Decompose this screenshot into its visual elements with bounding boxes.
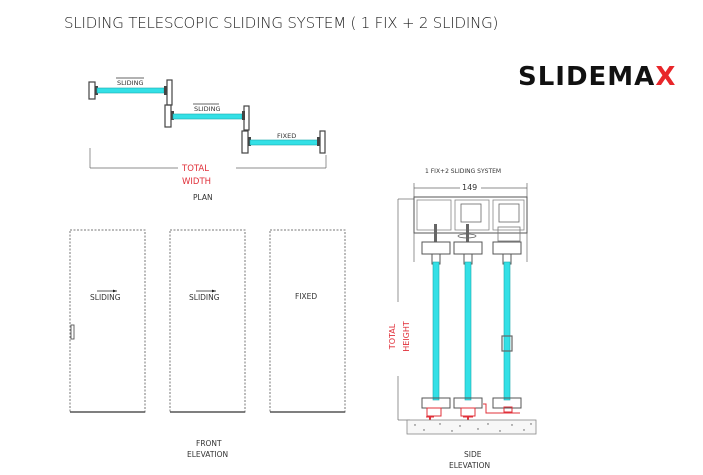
front-label-sliding-1: SLIDING xyxy=(90,293,121,302)
front-caption-2: ELEVATION xyxy=(187,450,229,459)
plan-total-width-dimension xyxy=(89,148,327,169)
plan-label-sliding-1: SLIDING xyxy=(117,79,144,87)
front-caption-1: FRONT xyxy=(196,439,222,448)
front-panel-1 xyxy=(69,229,146,413)
side-width-dimension xyxy=(413,183,528,197)
plan-label-sliding-2: SLIDING xyxy=(194,105,221,113)
front-panel-3 xyxy=(269,229,346,413)
side-panel-fixed xyxy=(421,224,451,409)
total-width-label-2: WIDTH xyxy=(182,177,212,187)
side-height-dimension xyxy=(397,198,414,421)
door-handle-icon xyxy=(70,324,75,340)
width-dimension-149: 149 xyxy=(462,183,478,192)
logo-text: SLIDEMA xyxy=(518,62,656,92)
logo-accent-x: X xyxy=(655,62,677,92)
front-panel-2 xyxy=(169,229,246,413)
side-caption-2: ELEVATION xyxy=(449,461,491,470)
plan-caption: PLAN xyxy=(193,193,213,202)
concrete-floor xyxy=(406,419,537,435)
system-label: 1 FIX+2 SLIDING SYSTEM xyxy=(425,168,502,175)
side-panel-sliding-2 xyxy=(492,226,522,409)
total-height-label-1: TOTAL xyxy=(388,323,398,350)
front-label-fixed: FIXED xyxy=(295,292,318,301)
total-width-label-1: TOTAL xyxy=(182,164,209,174)
brand-logo: SLIDEMAX xyxy=(518,62,676,92)
side-caption-1: SIDE xyxy=(464,450,482,459)
plan-panel-3 xyxy=(241,130,326,154)
plan-label-fixed: FIXED xyxy=(277,132,297,140)
total-height-label-2: HEIGHT xyxy=(401,321,411,352)
plan-panel-2 xyxy=(164,103,250,131)
interlock-icon xyxy=(501,335,513,352)
top-track-profile xyxy=(413,196,528,262)
side-panel-sliding-1 xyxy=(453,224,483,409)
drawing-title: SLIDING TELESCOPIC SLIDING SYSTEM ( 1 FI… xyxy=(64,14,499,32)
front-label-sliding-2: SLIDING xyxy=(189,293,220,302)
